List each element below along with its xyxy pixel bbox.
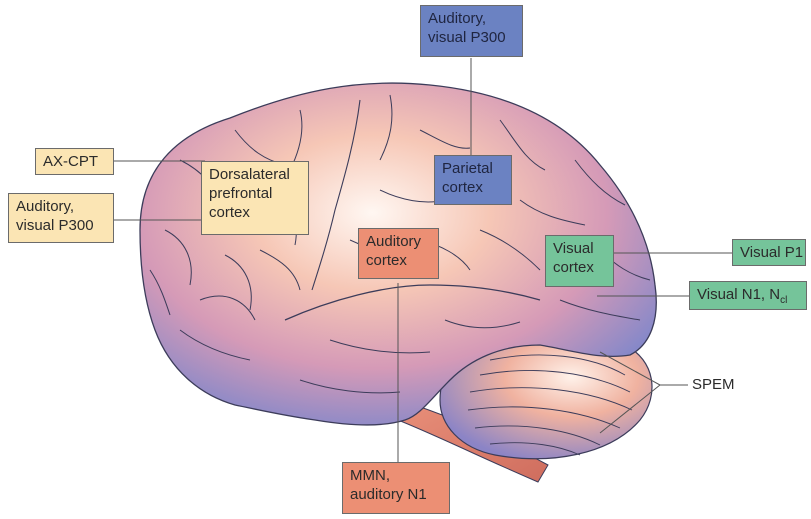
auditory-visual-p300-left-label: Auditory, visual P300 xyxy=(8,193,114,243)
visual-cortex-label: Visual cortex xyxy=(545,235,614,287)
visual-n1-label: Visual N1, Ncl xyxy=(689,281,807,310)
dorsolateral-prefrontal-cortex-label: Dorsalateral prefrontal cortex xyxy=(201,161,309,235)
auditory-cortex-label: Auditory cortex xyxy=(358,228,439,279)
spem-label: SPEM xyxy=(692,376,735,393)
parietal-cortex-label: Parietal cortex xyxy=(434,155,512,205)
ax-cpt-label: AX-CPT xyxy=(35,148,114,175)
mmn-auditory-n1-label: MMN, auditory N1 xyxy=(342,462,450,514)
visual-p1-label: Visual P1 xyxy=(732,239,806,266)
auditory-visual-p300-top-label: Auditory, visual P300 xyxy=(420,5,523,57)
